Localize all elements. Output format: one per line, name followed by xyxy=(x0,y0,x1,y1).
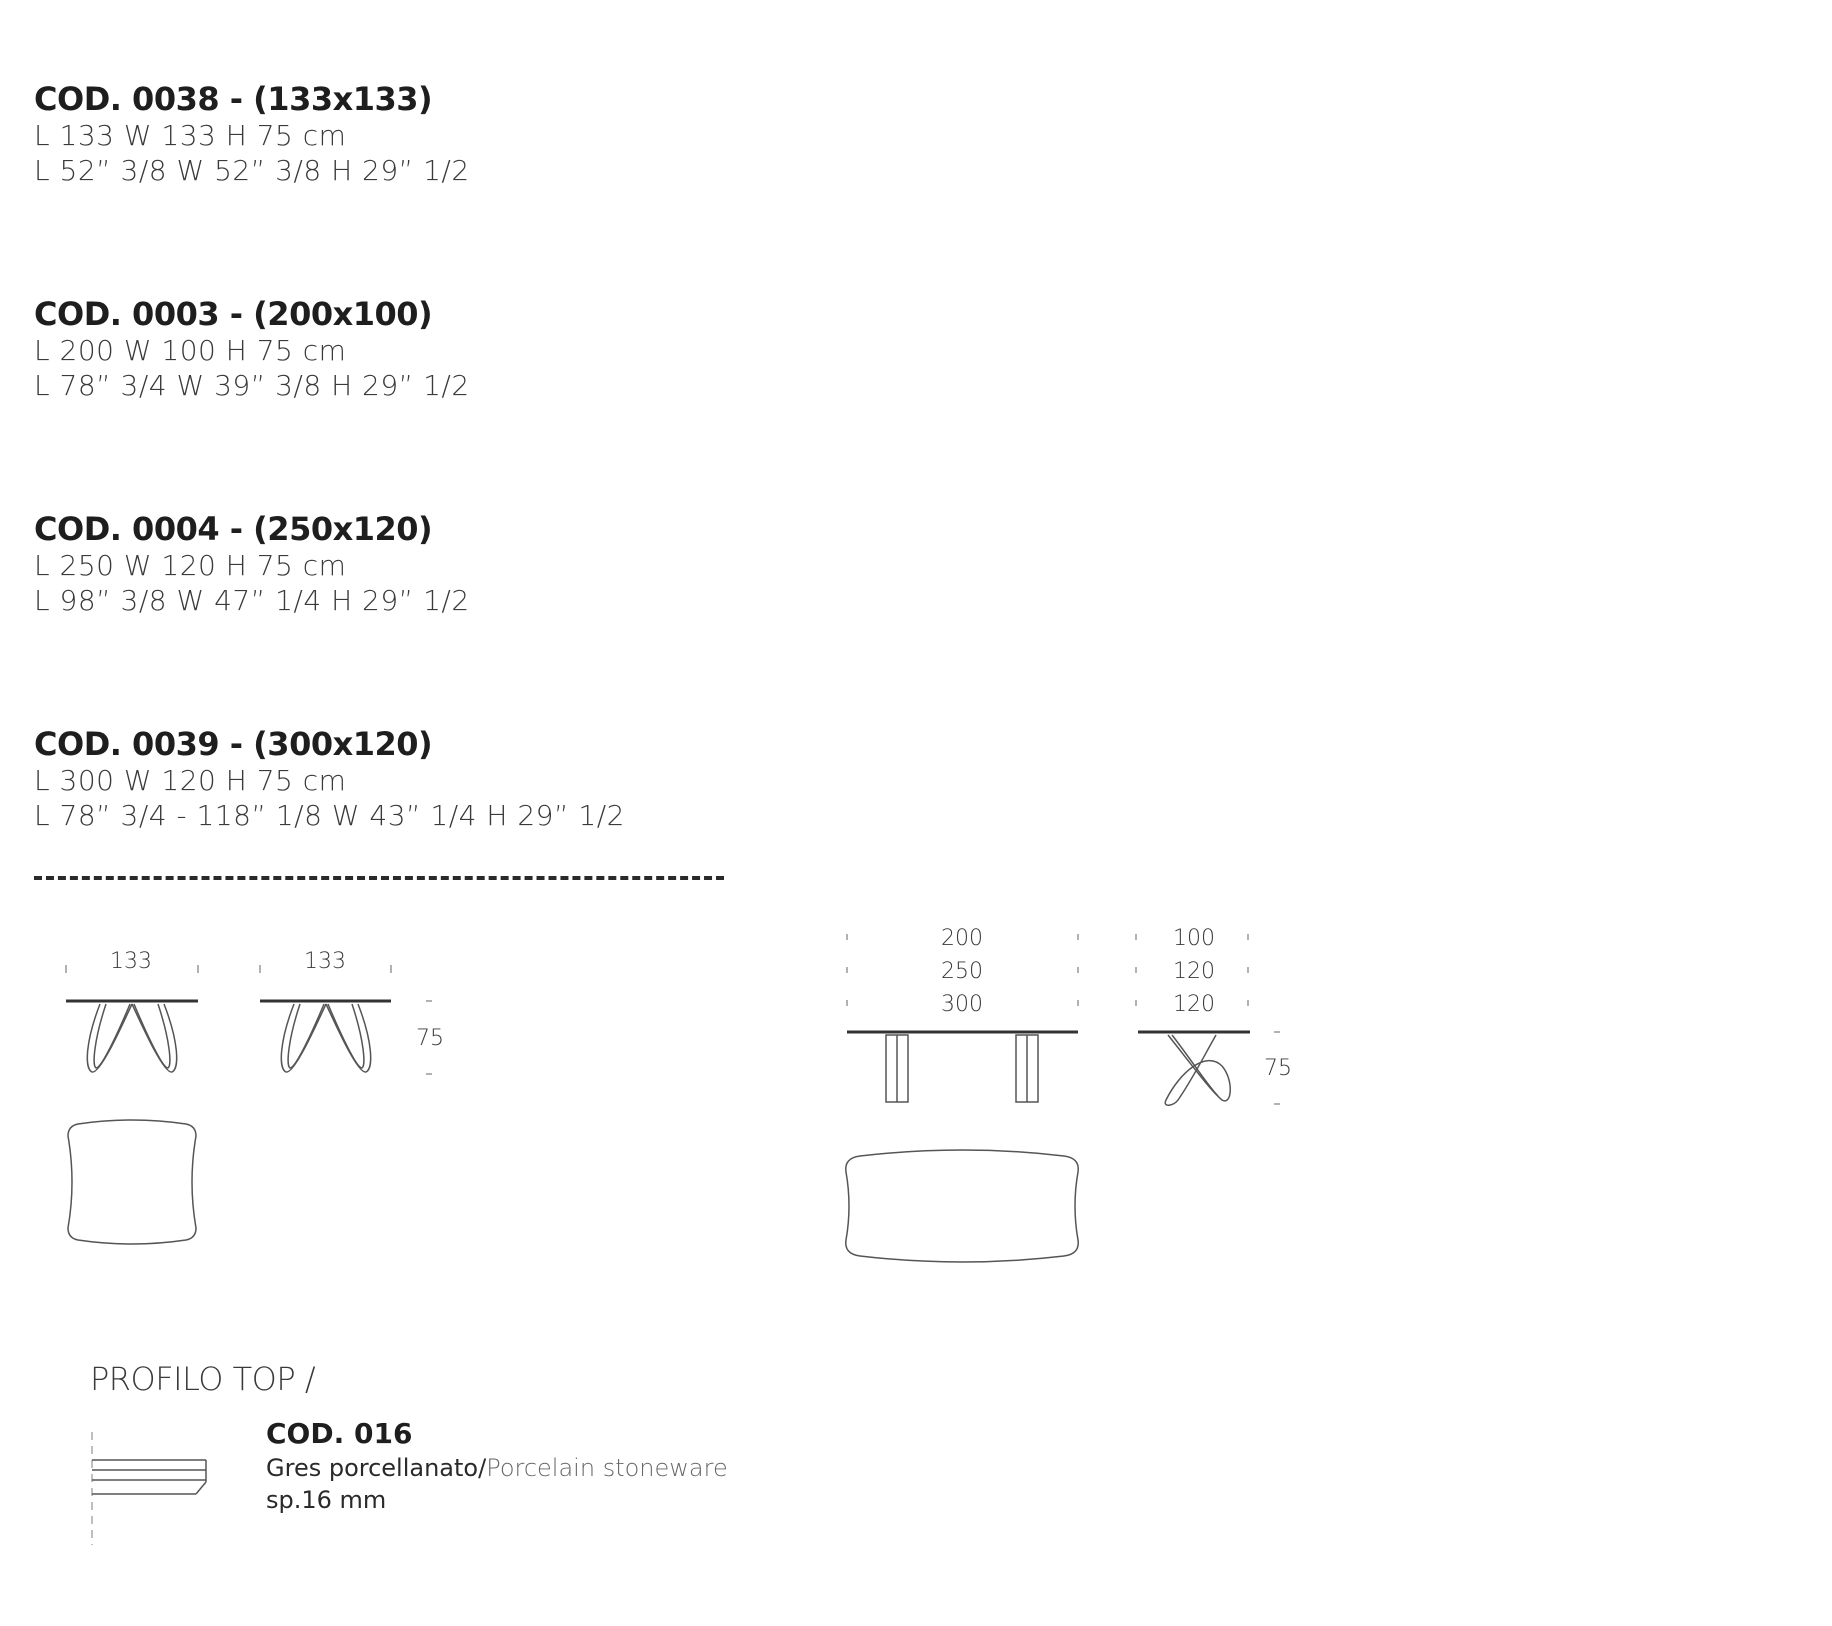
spec-code: COD. 0003 - (200x100) xyxy=(34,295,433,333)
rect-table-top-view xyxy=(845,1149,1079,1263)
spec-metric: L 200 W 100 H 75 cm xyxy=(34,334,347,367)
spec-imperial: L 98” 3/8 W 47” 1/4 H 29” 1/2 xyxy=(34,584,470,617)
dim-rect-width-120b: 120 xyxy=(1173,992,1215,1017)
rect-table-side-view xyxy=(1135,934,1280,1106)
dashed-divider xyxy=(34,876,724,880)
spec-code: COD. 0039 - (300x120) xyxy=(34,725,433,763)
spec-code: COD. 0004 - (250x120) xyxy=(34,510,433,548)
dim-rect-length-200: 200 xyxy=(941,926,983,951)
spec-0003: COD. 0003 - (200x100) L 200 W 100 H 75 c… xyxy=(34,295,470,403)
spec-metric: L 250 W 120 H 75 cm xyxy=(34,549,347,582)
dim-square-height: 75 xyxy=(416,1026,444,1051)
spec-0038: COD. 0038 - (133x133) L 133 W 133 H 75 c… xyxy=(34,80,470,188)
spec-0004: COD. 0004 - (250x120) L 250 W 120 H 75 c… xyxy=(34,510,470,618)
profile-code: COD. 016 xyxy=(266,1417,413,1450)
profile-thickness: sp.16 mm xyxy=(266,1486,387,1514)
material-english: Porcelain stoneware xyxy=(486,1454,728,1482)
spec-imperial: L 78” 3/4 W 39” 3/8 H 29” 1/2 xyxy=(34,369,470,402)
dim-rect-length-300: 300 xyxy=(941,992,983,1017)
profile-info: COD. 016 Gres porcellanato/Porcelain sto… xyxy=(266,1416,728,1516)
profile-material: Gres porcellanato/Porcelain stoneware xyxy=(266,1452,728,1484)
dim-square-front-width: 133 xyxy=(110,949,152,974)
dim-square-side-width: 133 xyxy=(304,949,346,974)
profile-title: PROFILO TOP / xyxy=(90,1360,316,1398)
dim-rect-height: 75 xyxy=(1264,1056,1292,1081)
spec-0039: COD. 0039 - (300x120) L 300 W 120 H 75 c… xyxy=(34,725,625,833)
spec-imperial: L 78” 3/4 - 118” 1/8 W 43” 1/4 H 29” 1/2 xyxy=(34,799,625,832)
dim-rect-width-120: 120 xyxy=(1173,959,1215,984)
dim-rect-length-250: 250 xyxy=(941,959,983,984)
profile-section-drawing xyxy=(91,1432,207,1545)
spec-imperial: L 52” 3/8 W 52” 3/8 H 29” 1/2 xyxy=(34,154,470,187)
spec-metric: L 300 W 120 H 75 cm xyxy=(34,764,347,797)
square-table-side-view xyxy=(259,965,432,1075)
square-table-front-view xyxy=(65,965,199,1073)
square-table-top-view xyxy=(67,1119,197,1245)
material-italian: Gres porcellanato/ xyxy=(266,1454,487,1482)
spec-code: COD. 0038 - (133x133) xyxy=(34,80,433,118)
dim-rect-width-100: 100 xyxy=(1173,926,1215,951)
spec-metric: L 133 W 133 H 75 cm xyxy=(34,119,347,152)
rect-table-front-view xyxy=(846,934,1079,1103)
